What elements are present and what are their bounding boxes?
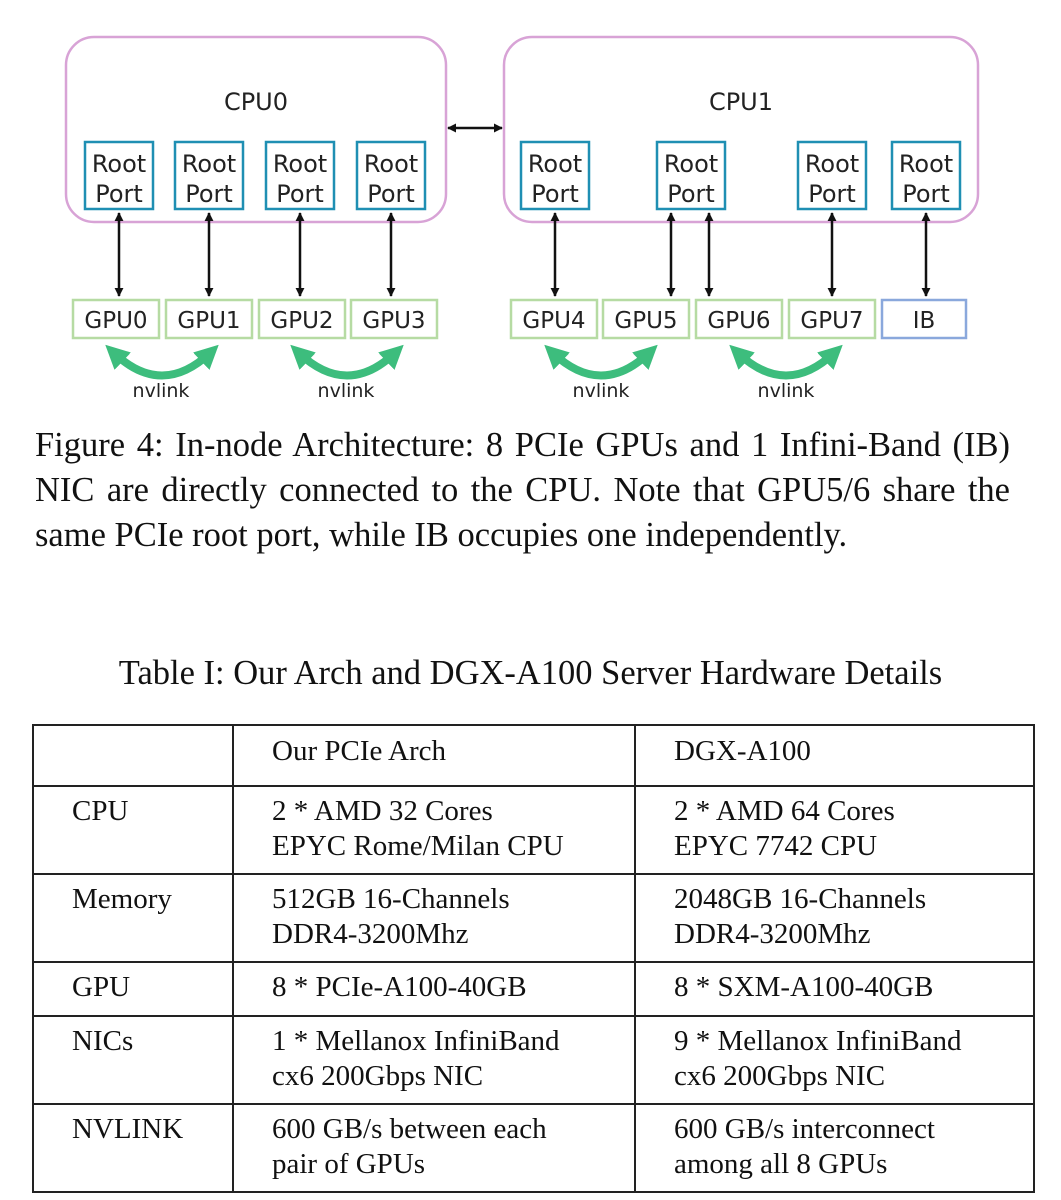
table-cell: 600 GB/s interconnect among all 8 GPUs — [634, 1103, 1035, 1193]
table-row: GPU 8 * PCIe-A100-40GB 8 * SXM-A100-40GB — [32, 961, 1035, 1017]
row-label-cell: NVLINK — [32, 1103, 234, 1193]
gpu-box: GPU1 — [164, 298, 254, 340]
table-cell: 8 * SXM-A100-40GB — [634, 961, 1035, 1017]
table-row: Memory 512GB 16-Channels DDR4-3200Mhz 20… — [32, 873, 1035, 963]
gpu-box: GPU2 — [257, 298, 347, 340]
header-cell — [32, 724, 234, 787]
nvlink-label: nvlink — [318, 380, 375, 402]
row-label-cell: Memory — [32, 873, 234, 963]
svg-text:GPU1: GPU1 — [177, 308, 240, 334]
table-row: NICs 1 * Mellanox InfiniBand cx6 200Gbps… — [32, 1015, 1035, 1105]
svg-text:GPU3: GPU3 — [362, 308, 425, 334]
gpu-box: GPU6 — [694, 298, 784, 340]
table-cell: 2048GB 16-Channels DDR4-3200Mhz — [634, 873, 1035, 963]
nvlink-bridges — [105, 344, 843, 380]
svg-text:GPU6: GPU6 — [707, 308, 770, 334]
nvlink-label: nvlink — [573, 380, 630, 402]
gpu-box: GPU0 — [71, 298, 161, 340]
table-cell: 2 * AMD 32 Cores EPYC Rome/Milan CPU — [232, 785, 636, 875]
table-title: Table I: Our Arch and DGX-A100 Server Ha… — [118, 654, 943, 692]
nvlink-label: nvlink — [133, 380, 190, 402]
cpu0-box — [64, 35, 448, 224]
svg-text:IB: IB — [913, 308, 936, 334]
row-label-cell: GPU — [32, 961, 234, 1017]
nvlink-arc-gpu6-gpu7 — [729, 344, 843, 380]
table-row: NVLINK 600 GB/s between each pair of GPU… — [32, 1103, 1035, 1193]
figure-caption: Figure 4: In-node Architecture: 8 PCIe G… — [35, 426, 1010, 554]
table-cell: 9 * Mellanox InfiniBand cx6 200Gbps NIC — [634, 1015, 1035, 1105]
gpu-box: GPU5 — [601, 298, 691, 340]
table-cell: 512GB 16-Channels DDR4-3200Mhz — [232, 873, 636, 963]
svg-text:GPU7: GPU7 — [800, 308, 863, 334]
header-cell: Our PCIe Arch — [232, 724, 636, 787]
table-cell: 600 GB/s between each pair of GPUs — [232, 1103, 636, 1193]
svg-text:GPU0: GPU0 — [84, 308, 147, 334]
table-cell: 8 * PCIe-A100-40GB — [232, 961, 636, 1017]
gpu-box: GPU4 — [509, 298, 599, 340]
header-cell: DGX-A100 — [634, 724, 1035, 787]
table-row: CPU 2 * AMD 32 Cores EPYC Rome/Milan CPU… — [32, 785, 1035, 875]
hardware-details-table: Our PCIe Arch DGX-A100 CPU 2 * AMD 32 Co… — [32, 724, 1035, 1193]
gpu-box: GPU7 — [787, 298, 877, 340]
table-cell: 1 * Mellanox InfiniBand cx6 200Gbps NIC — [232, 1015, 636, 1105]
cpu1-label: CPU1 — [709, 88, 773, 116]
svg-text:GPU5: GPU5 — [614, 308, 677, 334]
ib-nic-box: IB — [880, 298, 968, 340]
pcie-links — [114, 212, 931, 297]
svg-text:GPU2: GPU2 — [270, 308, 333, 334]
nvlink-arc-gpu4-gpu5 — [544, 344, 658, 380]
nvlink-arc-gpu2-gpu3 — [290, 344, 404, 380]
gpu-box: GPU3 — [349, 298, 439, 340]
cpu0-label: CPU0 — [224, 88, 288, 116]
nvlink-arc-gpu0-gpu1 — [105, 344, 219, 380]
cpu1-box — [502, 35, 980, 224]
table-cell: 2 * AMD 64 Cores EPYC 7742 CPU — [634, 785, 1035, 875]
table-header-row: Our PCIe Arch DGX-A100 — [32, 724, 1035, 787]
row-label-cell: NICs — [32, 1015, 234, 1105]
svg-text:GPU4: GPU4 — [522, 308, 585, 334]
row-label-cell: CPU — [32, 785, 234, 875]
nvlink-label: nvlink — [758, 380, 815, 402]
